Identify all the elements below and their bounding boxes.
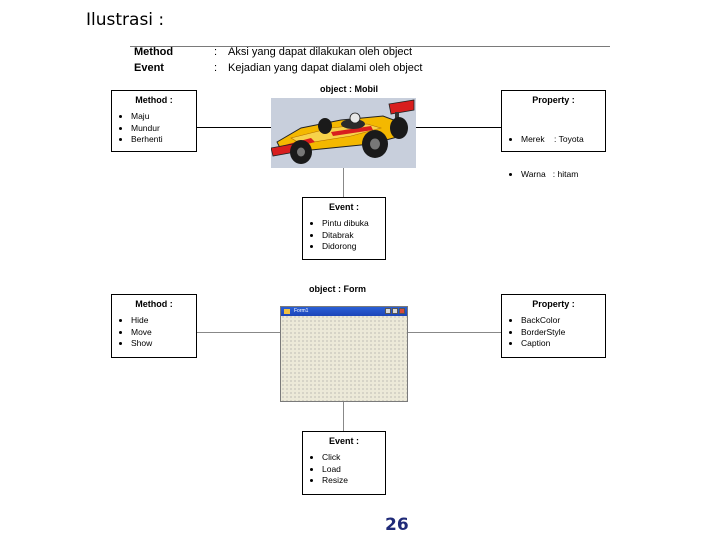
form-property-list: BackColor BorderStyle Caption [502, 315, 605, 350]
mobil-event-item: Ditabrak [322, 230, 385, 242]
form-window-image: Form1 [280, 306, 408, 402]
mobil-event-item: Pintu dibuka [322, 218, 385, 230]
form-method-item: Show [131, 338, 196, 350]
mobil-method-box: Method : Maju Mundur Berhenti [111, 90, 197, 152]
connector-form-method [197, 332, 280, 333]
definition-text-event: Kejadian yang dapat dialami oleh object [228, 62, 423, 74]
form-event-title: Event : [328, 436, 359, 446]
mobil-event-box: Event : Pintu dibuka Ditabrak Didorong [302, 197, 386, 260]
slide-title: Ilustrasi : [86, 10, 165, 30]
form-property-item: Caption [521, 338, 605, 350]
form-method-title: Method : [135, 299, 173, 309]
mobil-method-item: Berhenti [131, 134, 196, 146]
connector-form-property [408, 332, 501, 333]
form-event-box: Event : Click Load Resize [302, 431, 386, 495]
mobil-property-item: Warna : hitam [521, 169, 605, 181]
race-car-image [271, 99, 415, 164]
object-mobil-label: object : Mobil [320, 84, 378, 94]
mobil-property-list: Merek : Toyota Warna : hitam [502, 111, 605, 203]
form-method-item: Hide [131, 315, 196, 327]
form-method-list: Hide Move Show [112, 315, 196, 350]
definition-text-method: Aksi yang dapat dilakukan oleh object [228, 46, 413, 58]
definition-term-event: Event [134, 62, 164, 74]
form-event-list: Click Load Resize [303, 452, 385, 487]
form-property-item: BackColor [521, 315, 605, 327]
connector-form-event [343, 402, 344, 431]
connector-mobil-method [197, 127, 271, 128]
mobil-event-list: Pintu dibuka Ditabrak Didorong [303, 218, 385, 253]
form-property-item: BorderStyle [521, 327, 605, 339]
mobil-method-title: Method : [135, 95, 173, 105]
mobil-event-title: Event : [328, 202, 359, 212]
close-icon [399, 308, 405, 314]
form-event-item: Resize [322, 475, 385, 487]
definition-colon-event: : [214, 62, 218, 74]
minimize-icon [385, 308, 391, 314]
mobil-method-item: Maju [131, 111, 196, 123]
mobil-method-item: Mundur [131, 123, 196, 135]
connector-mobil-property [416, 127, 501, 128]
form-property-title: Property : [532, 299, 575, 309]
header-rule [130, 46, 610, 47]
mobil-event-item: Didorong [322, 241, 385, 253]
form-method-item: Move [131, 327, 196, 339]
definition-colon-method: : [214, 46, 218, 58]
maximize-icon [392, 308, 398, 314]
form-method-box: Method : Hide Move Show [111, 294, 197, 358]
form-event-item: Click [322, 452, 385, 464]
form-window-titlebar: Form1 [281, 307, 407, 316]
page-number: 26 [385, 515, 409, 535]
connector-mobil-event [343, 168, 344, 197]
mobil-property-item: Merek : Toyota [521, 134, 605, 146]
object-form-label: object : Form [309, 284, 367, 294]
definition-term-method: Method [134, 46, 174, 58]
form-property-box: Property : BackColor BorderStyle Caption [501, 294, 606, 358]
mobil-property-title: Property : [532, 95, 575, 105]
mobil-method-list: Maju Mundur Berhenti [112, 111, 196, 146]
mobil-property-box: Property : Merek : Toyota Warna : hitam [501, 90, 606, 179]
form-window-icon [284, 309, 290, 314]
form-window-title: Form1 [294, 308, 309, 314]
form-event-item: Load [322, 464, 385, 476]
